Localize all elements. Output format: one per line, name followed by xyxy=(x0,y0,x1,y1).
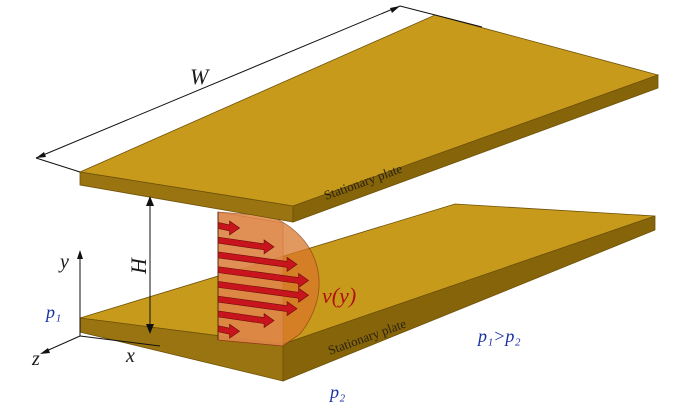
velocity-arrow xyxy=(217,251,298,272)
z-axis-label: z xyxy=(31,348,40,370)
pressure-relation-label: p₁>p₂ xyxy=(476,326,521,346)
top-plate-side-edge xyxy=(292,74,659,223)
y-axis-label: y xyxy=(58,251,69,273)
height-dimension xyxy=(146,196,154,334)
velocity-profile xyxy=(217,211,320,347)
coordinate-axes xyxy=(40,250,161,354)
velocity-arrow xyxy=(217,310,275,329)
velocity-arrow xyxy=(217,220,241,236)
width-label: W xyxy=(190,64,210,89)
velocity-arrow xyxy=(217,236,275,255)
bottom-plate-side-edge xyxy=(282,215,656,382)
height-label: H xyxy=(126,257,151,275)
velocity-arrow xyxy=(217,295,298,317)
bottom-plate xyxy=(79,203,656,382)
outlet-pressure-label: p₂ xyxy=(328,382,345,402)
velocity-arrow xyxy=(217,281,310,303)
inlet-pressure-label: p₁ xyxy=(44,302,61,322)
velocity-arrow xyxy=(217,323,241,339)
width-dimension xyxy=(35,5,483,173)
top-plate xyxy=(78,14,660,223)
velocity-profile-label: v(y) xyxy=(322,283,356,308)
velocity-arrow xyxy=(217,266,310,289)
x-axis-label: x xyxy=(125,345,135,367)
